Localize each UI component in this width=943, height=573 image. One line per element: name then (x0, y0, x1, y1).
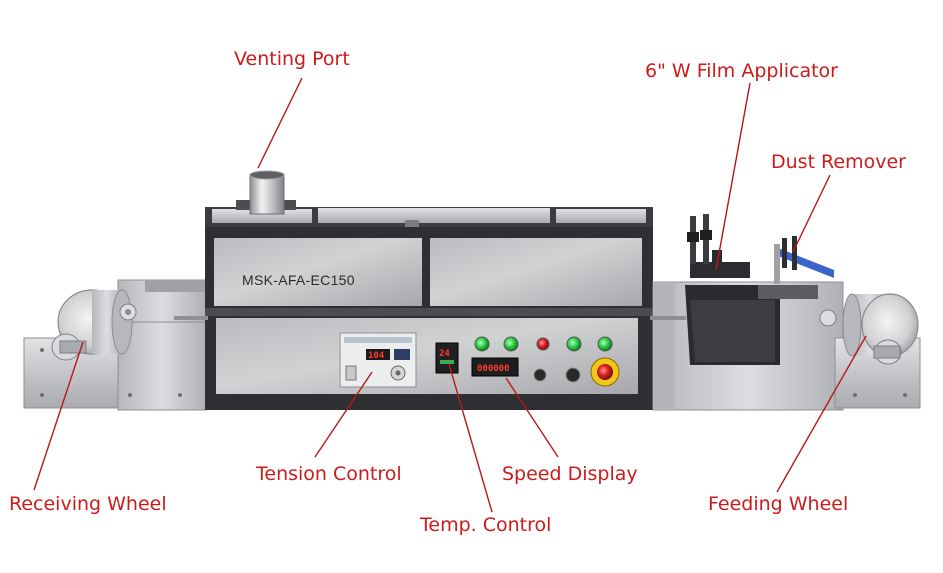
temp-controller: 24 (435, 342, 459, 374)
knob-icon (565, 367, 581, 383)
leader-lines (33, 77, 867, 513)
speed-display: 000000 (477, 364, 510, 374)
callout-film-applicator: 6" W Film Applicator (645, 60, 838, 82)
tension-display: 104 (368, 351, 385, 361)
callout-temp-control: Temp. Control (420, 514, 552, 536)
applicator-head-icon (687, 214, 750, 278)
dust-remover-blade-icon (774, 236, 834, 284)
leader-receiving-wheel (33, 341, 84, 491)
leader-speed-display (505, 377, 559, 458)
leader-tension-control (314, 371, 373, 458)
tension-controller: 104 (339, 332, 417, 388)
knob-icon (533, 368, 547, 382)
callout-dust-remover: Dust Remover (771, 151, 906, 173)
receiving-wheel-icon (51, 289, 137, 361)
indicator-light-icon (566, 336, 582, 352)
leader-film-applicator (715, 82, 751, 271)
callout-speed-display: Speed Display (502, 463, 638, 485)
main-cabinet: MSK-AFA-EC150 (205, 207, 653, 410)
leader-feeding-wheel (776, 335, 867, 493)
temp-display: 24 (439, 349, 450, 359)
callout-receiving-wheel: Receiving Wheel (9, 493, 167, 515)
indicator-light-icon (474, 336, 490, 352)
feeding-wheel-icon (842, 293, 919, 365)
indicator-light-icon (597, 336, 613, 352)
coating-bed (652, 281, 844, 411)
venting-port-icon (236, 170, 296, 215)
callout-venting-port: Venting Port (234, 48, 350, 70)
leader-dust-remover (792, 174, 831, 253)
emergency-stop-icon (590, 357, 620, 387)
callout-feeding-wheel: Feeding Wheel (708, 493, 849, 515)
leader-venting-port (257, 77, 303, 169)
indicator-light-icon (503, 336, 519, 352)
model-label: MSK-AFA-EC150 (242, 272, 355, 288)
control-buttons (474, 336, 620, 387)
indicator-light-icon (536, 337, 550, 351)
speed-display-unit: 000000 (471, 357, 519, 377)
callout-tension-control: Tension Control (256, 463, 402, 485)
leader-temp-control (448, 363, 493, 513)
